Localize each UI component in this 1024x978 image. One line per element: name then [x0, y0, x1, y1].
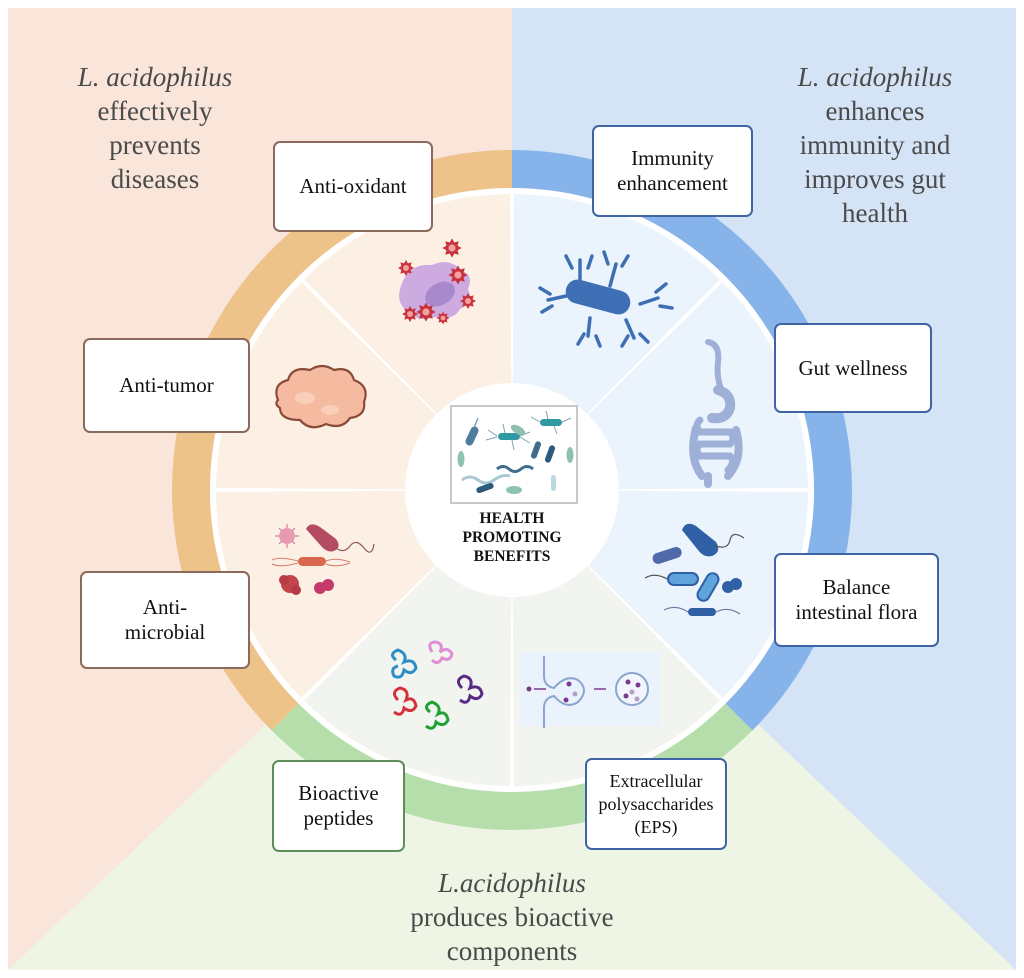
- ring-segment-immunity-gut: [512, 150, 852, 731]
- tumor-icon: [275, 364, 367, 429]
- center-title: HEALTH PROMOTING BENEFITS: [462, 510, 562, 565]
- region-description: effectively prevents diseases: [97, 96, 213, 194]
- benefit-label-anti-oxidant: Anti-oxidant: [273, 141, 433, 232]
- ros-particle: [436, 311, 450, 325]
- benefit-label-eps: Extracellular polysaccharides (EPS): [585, 758, 727, 850]
- region-description: enhances immunity and improves gut healt…: [799, 96, 951, 228]
- ros-particles: [398, 238, 476, 325]
- microbes-icon: [271, 524, 375, 595]
- species-name: L. acidophilus: [77, 62, 233, 92]
- ros-particle: [402, 306, 418, 322]
- vesicle-secretion-icon: [520, 652, 660, 728]
- benefit-label-gut-wellness: Gut wellness: [774, 323, 932, 413]
- intestine-icon: [689, 339, 743, 488]
- bacteria-collection-icon: [450, 405, 578, 504]
- peptide-chains-icon: [391, 640, 484, 730]
- gut-bacteria-icon: [644, 523, 745, 616]
- region-text-immunity-gut: L. acidophilus enhances immunity and imp…: [760, 60, 990, 230]
- ring-segment-disease-prevention: [172, 149, 512, 731]
- benefit-label-bioactive-peptides: Bioactive peptides: [272, 760, 405, 852]
- ros-particle: [416, 302, 436, 322]
- ros-particle: [442, 238, 462, 258]
- ros-particle: [448, 265, 468, 285]
- ros-particle: [398, 260, 414, 276]
- benefit-label-immunity-enhancement: Immunity enhancement: [592, 125, 753, 217]
- species-name: L. acidophilus: [797, 62, 953, 92]
- benefit-label-balance-intestinal-flora: Balance intestinal flora: [774, 553, 939, 647]
- species-name: L.acidophilus: [438, 868, 586, 898]
- region-description: produces bioactive components: [410, 902, 614, 966]
- region-text-bioactive-components: L.acidophilus produces bioactive compone…: [362, 866, 662, 968]
- benefit-label-anti-tumor: Anti-tumor: [83, 338, 250, 433]
- ros-particle: [460, 293, 476, 309]
- region-text-disease-prevention: L. acidophilus effectively prevents dise…: [40, 60, 270, 196]
- antibody-bacterium-icon: [538, 250, 674, 348]
- benefit-label-anti-microbial: Anti- microbial: [80, 571, 250, 669]
